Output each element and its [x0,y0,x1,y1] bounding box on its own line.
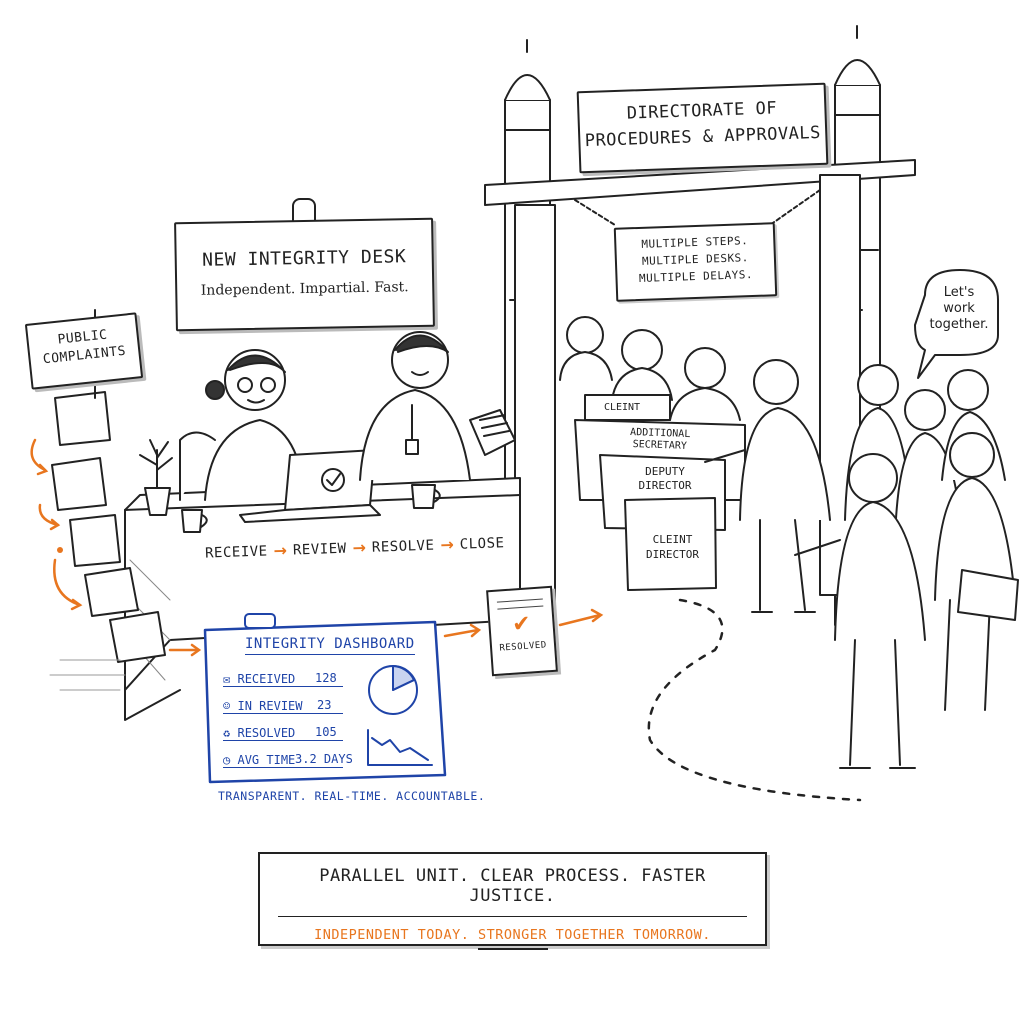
desk-label-deputy: DEPUTY DIRECTOR [625,465,705,493]
step-review: REVIEW [292,540,347,559]
resolved-document: ✔ RESOLVED [486,585,558,677]
gate-crossbeam [484,159,916,206]
dashboard-value-in-review: 23 [317,698,332,712]
row-label: IN REVIEW [237,699,303,713]
delays-line-2: MULTIPLE DESKS. [641,251,750,268]
desk-label-additional: ADDITIONAL SECRETARY [615,426,706,453]
arrow-icon: → [352,537,367,558]
row-label: AVG TIME [237,753,296,767]
speech-line-2: work [943,301,975,316]
step-close: CLOSE [459,534,505,553]
woman-officer [179,349,306,501]
checkmark-icon: ✔ [511,611,532,638]
inbox-icon: ✉ [223,672,231,686]
step-receive: RECEIVE [204,542,268,562]
check-cycle-icon: ♻ [223,726,231,740]
step-resolve: RESOLVE [371,537,435,556]
desk-label-clerk: CLEINT [603,402,641,413]
integrity-dashboard: INTEGRITY DASHBOARD ✉ RECEIVED 128 ☺ IN … [205,630,445,780]
dashboard-row-in-review: ☺ IN REVIEW [223,699,343,714]
dashboard-title: INTEGRITY DASHBOARD [245,636,415,655]
dashboard-row-received: ✉ RECEIVED [223,672,343,687]
desk-label-deputy-line1: DEPUTY [645,465,685,478]
dashboard-caption: TRANSPARENT. REAL-TIME. ACCOUNTABLE. [218,789,486,803]
plant [139,439,173,516]
desk-label-deputy-line2: DIRECTOR [638,479,692,492]
official-back-1 [559,316,613,381]
public-complaints-sign: PUBLIC COMPLAINTS [24,312,144,390]
orange-arrows [30,438,604,657]
official-back-3 [669,347,741,421]
dashboard-row-avg-time: ◷ AVG TIME [223,753,343,768]
desk-label-director: CLEINT DIRECTOR [635,532,710,562]
speech-bubble-text: Let's work together. [920,285,998,333]
coffee-cup-left [181,509,208,533]
delays-line-1: MULTIPLE STEPS. [641,234,749,251]
desk-stack [574,394,746,591]
arrow-icon: → [440,534,455,555]
dashed-path [647,598,862,802]
person-icon: ☺ [223,699,231,713]
integrity-desk-sign: NEW INTEGRITY DESK Independent. Impartia… [174,217,435,332]
laptop [239,449,381,523]
gate-title-line1: DIRECTORATE OF [626,98,778,124]
dashboard-value-resolved: 105 [315,725,337,739]
delays-line-3: MULTIPLE DELAYS. [638,268,754,285]
speech-bubble-shape [914,269,999,379]
complaint-papers [51,309,166,663]
resolved-label: RESOLVED [499,640,548,654]
desk-label-director-line2: DIRECTOR [646,548,699,561]
footer-banner: PARALLEL UNIT. CLEAR PROCESS. FASTER JUS… [258,852,767,946]
bald-official [704,359,831,613]
dashboard-value-received: 128 [315,671,337,685]
foreground-man [794,453,926,769]
desk-label-director-line1: CLEINT [652,533,693,546]
speech-line-3: together. [929,317,989,332]
group-man-4 [934,432,1019,711]
delays-sign: MULTIPLE STEPS. MULTIPLE DESKS. MULTIPLE… [613,222,778,302]
desk-sign-subtitle: Independent. Impartial. Fast. [200,279,409,299]
row-label: RECEIVED [237,672,296,686]
man-officer [359,331,516,481]
arrow-icon: → [273,540,288,561]
dashboard-row-resolved: ♻ RESOLVED [223,726,343,741]
gate-title-line2: PROCEDURES & APPROVALS [584,122,822,152]
speech-line-1: Let's [943,285,975,300]
footer-line-1: PARALLEL UNIT. CLEAR PROCESS. FASTER JUS… [278,866,747,917]
row-label: RESOLVED [237,726,296,740]
clock-icon: ◷ [223,753,231,767]
gate-sign: DIRECTORATE OF PROCEDURES & APPROVALS [576,82,829,174]
dashboard-value-avg-time: 3.2 DAYS [295,752,353,766]
footer-underline [478,948,548,950]
coffee-cup-right [411,484,441,509]
official-back-2 [611,329,673,401]
desk-sign-title: NEW INTEGRITY DESK [202,246,407,271]
footer-line-2: INDEPENDENT TODAY. STRONGER TOGETHER TOM… [314,927,711,943]
